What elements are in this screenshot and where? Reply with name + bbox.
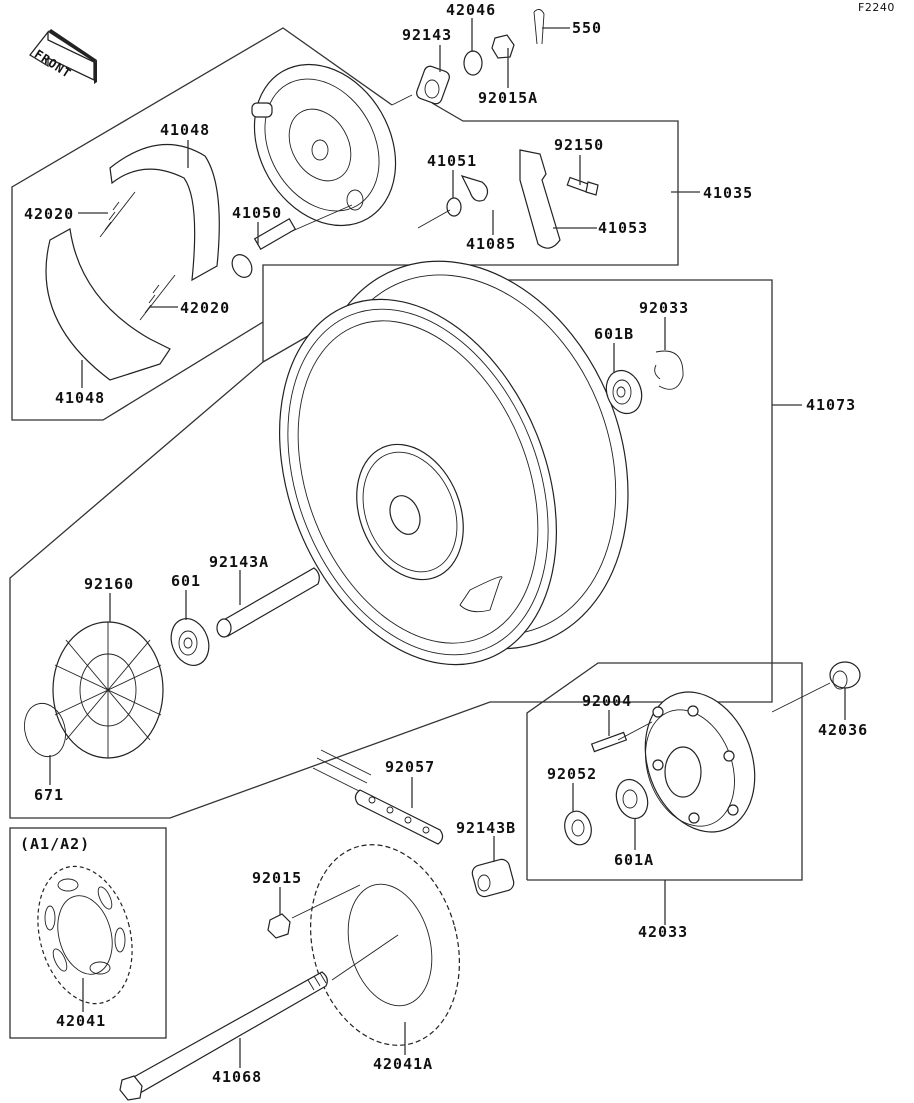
collar-92143A xyxy=(216,567,320,638)
callout-601A[interactable]: 601A xyxy=(614,851,655,869)
callout-42036[interactable]: 42036 xyxy=(818,721,869,739)
callout-41085[interactable]: 41085 xyxy=(466,235,517,253)
leader-lines xyxy=(49,18,846,1068)
brake-panel xyxy=(251,63,397,227)
brake-cam-41050 xyxy=(231,217,297,278)
callout-41053[interactable]: 41053 xyxy=(598,219,649,237)
wear-indicator-41085 xyxy=(460,175,489,202)
spring-lower-42020 xyxy=(139,274,176,321)
nut-92015A xyxy=(491,34,515,59)
cotter-pin-550 xyxy=(533,9,545,45)
callout-41048-bottom[interactable]: 41048 xyxy=(55,389,106,407)
sprocket-hub-42033 xyxy=(644,691,756,833)
callout-92033[interactable]: 92033 xyxy=(639,299,690,317)
callout-92143B[interactable]: 92143B xyxy=(456,819,517,837)
front-arrow-icon xyxy=(29,29,97,84)
drive-chain-92057 xyxy=(312,749,444,845)
callout-550[interactable]: 550 xyxy=(572,19,603,37)
callout-41050[interactable]: 41050 xyxy=(232,204,283,222)
brake-shoe-upper xyxy=(109,143,220,282)
callout-92143[interactable]: 92143 xyxy=(402,26,453,44)
callout-92052[interactable]: 92052 xyxy=(547,765,598,783)
group-frames xyxy=(9,27,803,1039)
bolt-92150 xyxy=(566,176,599,196)
callout-601B[interactable]: 601B xyxy=(594,325,635,343)
o-ring-671 xyxy=(24,702,66,758)
collar-42036 xyxy=(829,661,861,690)
brake-shoe-lower xyxy=(45,228,171,381)
spring-upper-42020 xyxy=(99,191,136,238)
bearing-601A xyxy=(615,778,649,820)
callout-42041[interactable]: 42041 xyxy=(56,1012,107,1030)
circlip-92033 xyxy=(654,350,684,390)
callout-92160[interactable]: 92160 xyxy=(84,575,135,593)
bearing-601 xyxy=(170,618,210,666)
callout-92015[interactable]: 92015 xyxy=(252,869,303,887)
callout-92015A[interactable]: 92015A xyxy=(478,89,539,107)
callout-92150[interactable]: 92150 xyxy=(554,136,605,154)
wheel-rim xyxy=(279,260,629,666)
variant-sprocket-frame xyxy=(9,827,167,1039)
sprocket-42041 xyxy=(37,865,133,1005)
oil-seal-92052 xyxy=(564,810,592,846)
callout-41048-top[interactable]: 41048 xyxy=(160,121,211,139)
seal-41051 xyxy=(446,197,462,217)
sprocket-42041A xyxy=(310,844,460,1046)
brake-lever-41053 xyxy=(519,149,561,249)
wheel-frame xyxy=(9,279,773,819)
callout-42041A[interactable]: 42041A xyxy=(373,1055,434,1073)
callout-41035[interactable]: 41035 xyxy=(703,184,754,202)
callout-42033[interactable]: 42033 xyxy=(638,923,689,941)
callout-41068[interactable]: 41068 xyxy=(212,1068,263,1086)
callout-42020-top[interactable]: 42020 xyxy=(24,205,75,223)
callout-671[interactable]: 671 xyxy=(34,786,65,804)
washer-42046 xyxy=(463,50,483,76)
callout-41073[interactable]: 41073 xyxy=(806,396,857,414)
collar-92143 xyxy=(416,65,450,105)
callout-92004[interactable]: 92004 xyxy=(582,692,633,710)
bearing-601B xyxy=(605,369,643,415)
axle-41068 xyxy=(119,971,328,1101)
collar-92143B xyxy=(471,858,515,898)
callout-92143A[interactable]: 92143A xyxy=(209,553,270,571)
variant-box-label: (A1/A2) xyxy=(20,835,91,853)
nut-92015 xyxy=(267,913,291,939)
callout-42020-bottom[interactable]: 42020 xyxy=(180,299,231,317)
hub-damper-92160 xyxy=(52,621,164,759)
callout-41051[interactable]: 41051 xyxy=(427,152,478,170)
hub-frame xyxy=(526,662,803,881)
figure-code: F2240 xyxy=(858,1,895,14)
callout-42046[interactable]: 42046 xyxy=(446,1,497,19)
callout-92057[interactable]: 92057 xyxy=(385,758,436,776)
callout-601[interactable]: 601 xyxy=(171,572,202,590)
